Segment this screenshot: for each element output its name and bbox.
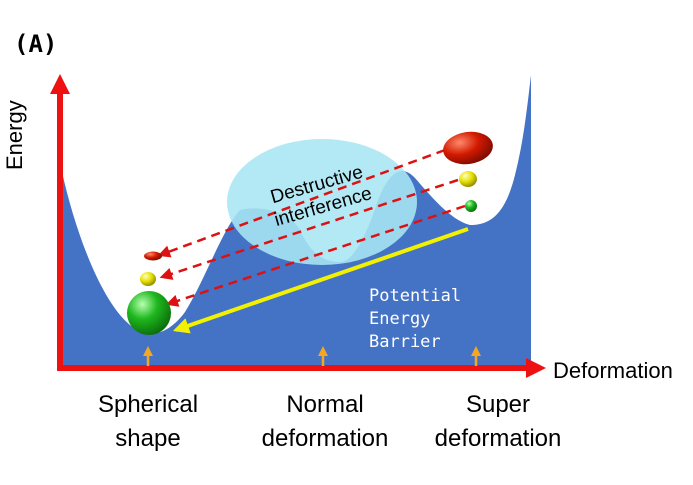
dashed-arrow-top: [157, 148, 446, 258]
category-super: Super deformation: [413, 388, 583, 456]
category-line1: Super: [465, 391, 531, 418]
tick-arrow-normal: [318, 346, 328, 366]
tick-arrow-spherical: [143, 346, 153, 366]
red-ellipse-large: [443, 131, 493, 165]
tick-arrow-super: [471, 346, 481, 366]
x-axis-label: Deformation: [553, 358, 673, 383]
category-line2: deformation: [434, 425, 562, 452]
category-line1: Spherical: [97, 391, 199, 418]
category-normal: Normal deformation: [240, 388, 410, 456]
yellow-sphere-right: [459, 171, 477, 187]
green-sphere-small: [465, 200, 477, 212]
category-line1: Normal: [286, 391, 364, 418]
green-sphere-large: [127, 291, 171, 335]
tunneling-arrow: [172, 227, 469, 334]
potential-energy-barrier-label: Potential Energy Barrier: [369, 286, 462, 352]
dashed-arrow-middle: [159, 178, 459, 280]
y-axis-label: Energy: [2, 100, 27, 170]
panel-label: (A): [14, 30, 58, 58]
category-line2: shape: [115, 425, 181, 452]
interference-cloud: [227, 139, 417, 265]
potential-energy-curve: [62, 75, 531, 368]
yellow-sphere-left: [140, 272, 156, 286]
category-spherical: Spherical shape: [63, 388, 233, 456]
red-ellipse-small: [144, 251, 162, 261]
category-line2: deformation: [261, 425, 389, 452]
dashed-arrow-bottom: [165, 204, 466, 307]
y-axis-arrowhead: [50, 74, 70, 94]
x-axis-arrowhead: [526, 358, 546, 378]
